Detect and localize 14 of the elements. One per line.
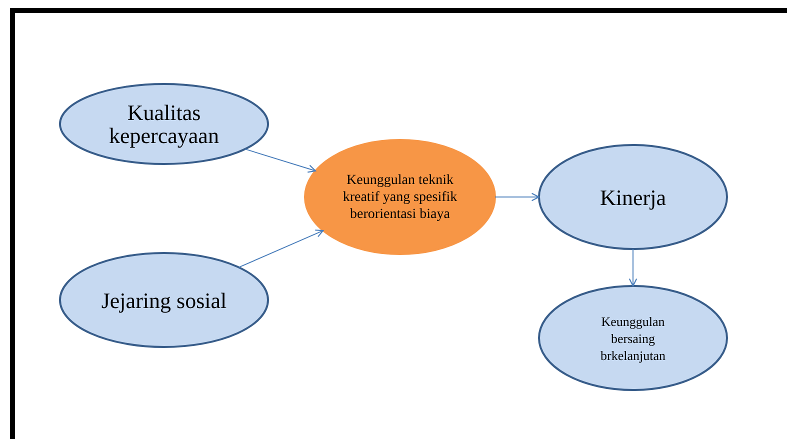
node-label: Kinerja xyxy=(600,186,666,208)
arrow xyxy=(628,248,638,287)
highlight-ellipse xyxy=(304,139,496,255)
arrow xyxy=(494,192,540,202)
node-label: Keunggulan teknik kreatif yang spesifik berorientasi biaya xyxy=(342,172,458,222)
concept-ellipse xyxy=(538,144,728,250)
concept-ellipse xyxy=(59,252,269,348)
concept-ellipse xyxy=(538,285,728,391)
arrow xyxy=(238,230,324,268)
node-label: Jejaring sosial xyxy=(101,288,227,312)
arrow xyxy=(244,148,316,173)
node-label: Keunggulan bersaing brkelanjutan xyxy=(600,312,666,364)
concept-ellipse xyxy=(59,83,269,165)
node-label: Kualitas kepercayaan xyxy=(108,101,220,147)
